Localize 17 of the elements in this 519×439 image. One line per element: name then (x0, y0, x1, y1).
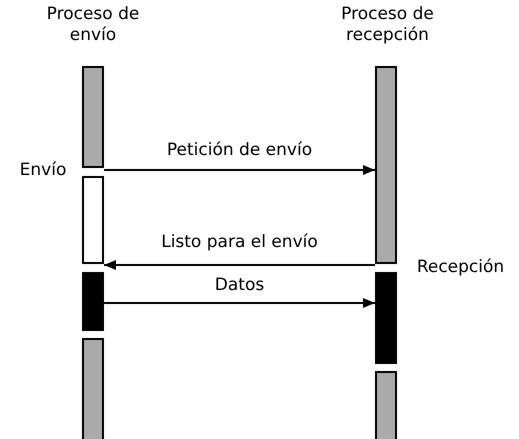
activation-bar (82, 176, 104, 264)
activation-bar (375, 272, 397, 364)
bar-label: Recepción (416, 257, 506, 278)
edge-label: Datos (214, 275, 266, 296)
lifeline-title: Proceso de recepción (320, 4, 455, 46)
activation-bar (82, 66, 104, 168)
edge-label: Petición de envío (166, 140, 314, 161)
arrow (104, 260, 375, 270)
arrow (104, 298, 375, 308)
arrow (104, 165, 375, 175)
activation-bar (375, 66, 397, 264)
activation-bar (82, 338, 104, 439)
edge-label: Listo para el envío (160, 232, 319, 253)
activation-bar (82, 272, 104, 331)
activation-bar (375, 371, 397, 439)
bar-label: Envío (18, 160, 68, 181)
lifeline-title: Proceso de envío (28, 4, 158, 46)
